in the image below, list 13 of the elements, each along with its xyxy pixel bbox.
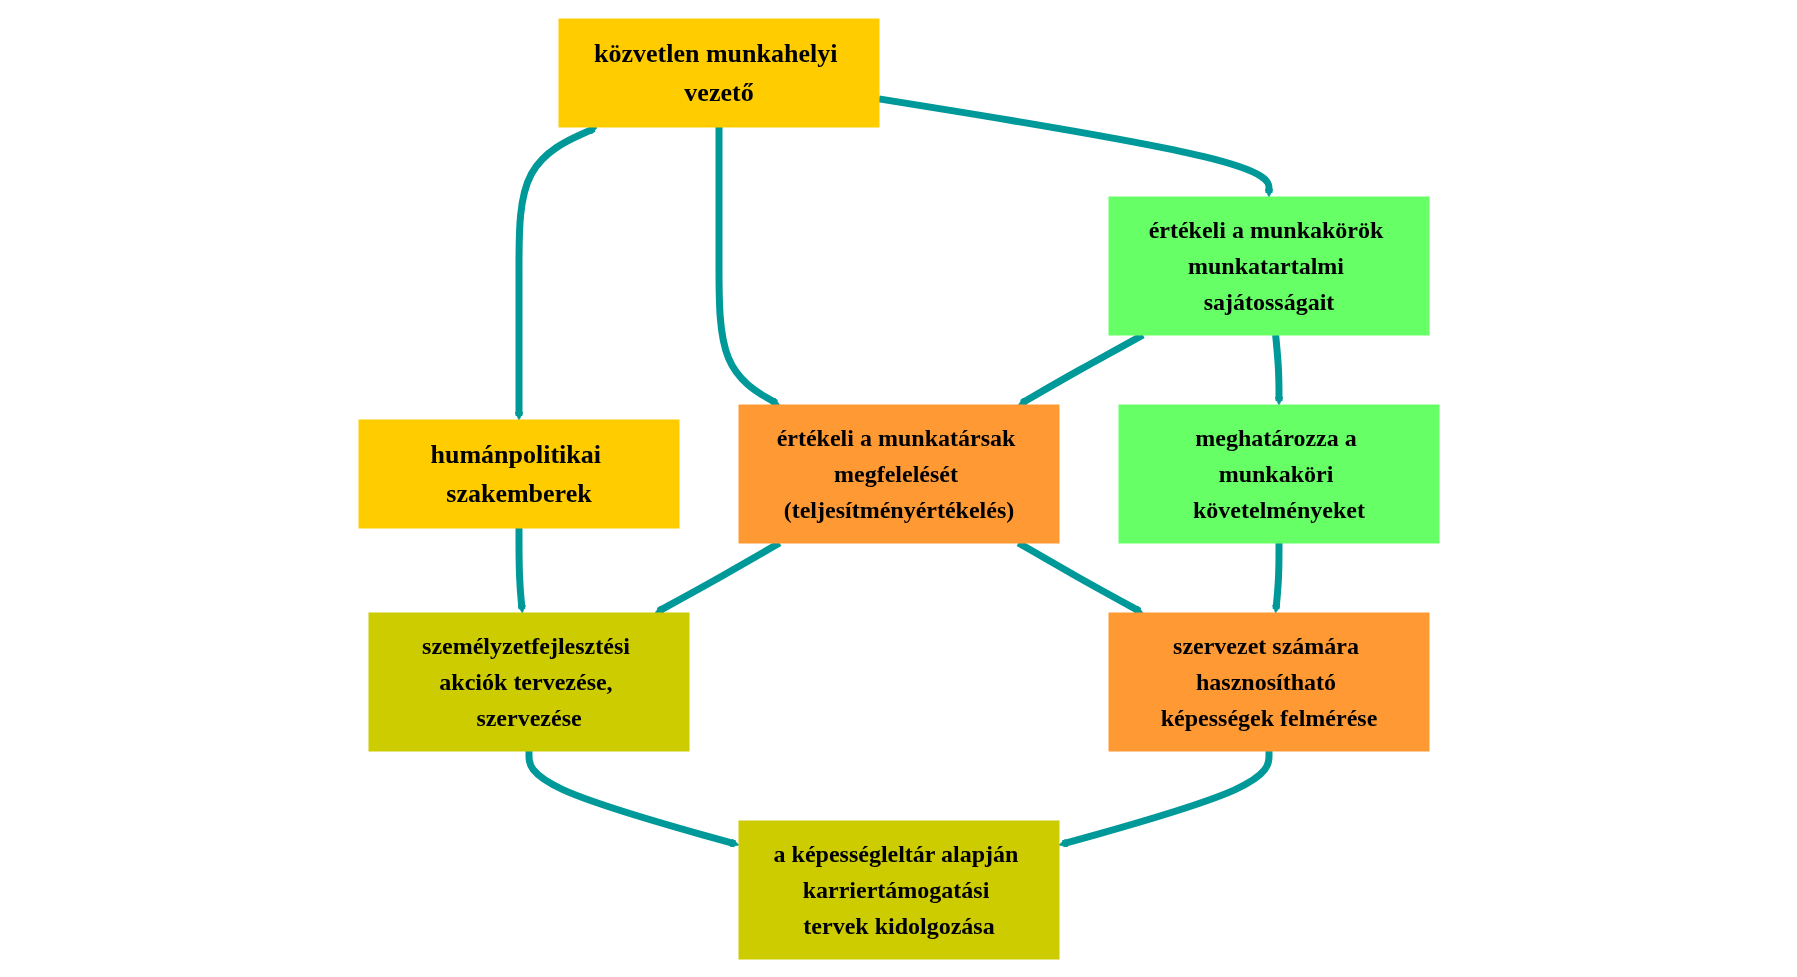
arrow bbox=[1271, 542, 1282, 613]
arrow bbox=[877, 94, 1273, 197]
node-box: meghatározza a munkaköri követelményeket bbox=[1118, 404, 1439, 543]
node-box: a képességleltár alapján karriertámogatási tervek kidolgozása bbox=[738, 820, 1059, 959]
node-box: személyzetfejlesztési akciók tervezése, szervezése bbox=[368, 612, 689, 751]
node-box: humánpolitikai szakemberek bbox=[358, 419, 679, 528]
arrow bbox=[715, 126, 780, 406]
node-box: szervezet számára hasznosítható képességek felmérése bbox=[1108, 612, 1429, 751]
node-box: értékeli a munkakörök munkatartalmi sajátosságait bbox=[1108, 196, 1429, 335]
node-box: értékeli a munkatársak megfelelését (teljesítményértékelés) bbox=[738, 404, 1059, 543]
arrow bbox=[515, 527, 526, 613]
node-box: közvetlen munkahelyi vezető bbox=[558, 18, 879, 127]
arrow bbox=[1271, 334, 1283, 405]
